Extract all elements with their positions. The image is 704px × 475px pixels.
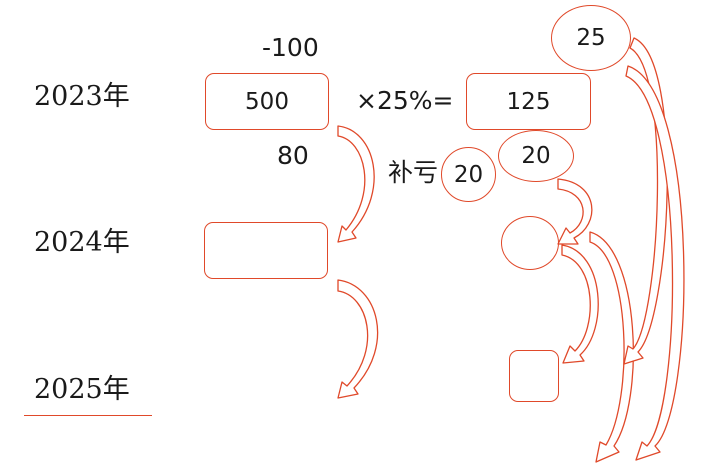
arrow-top-to-bottom (625, 65, 685, 461)
adjust-plus-label: 80 (277, 141, 309, 170)
adjust-minus-label: -100 (262, 33, 319, 62)
income-2024-box (204, 222, 328, 279)
result-2023-box: 125 (466, 73, 591, 130)
top-value-ellipse: 25 (551, 5, 631, 71)
arrow-top-to-2025 (623, 37, 668, 365)
arrow-mid-to-2024 (557, 178, 593, 245)
year-2024-label: 2024年 (34, 227, 130, 258)
arrow-2024-to-bottom (589, 231, 635, 463)
result-2025-box (509, 350, 559, 402)
loss-makeup-label: 补亏 (388, 158, 439, 187)
arrow-income-2024-to-2025 (337, 279, 379, 399)
arrow-2024-to-2025 (561, 244, 599, 364)
arrow-income-2023-to-2024 (337, 125, 375, 243)
mid-value-ellipse: 20 (498, 130, 574, 182)
multiply-rate-label: ×25%= (356, 86, 454, 115)
year-2023-label: 2023年 (34, 81, 130, 112)
loss-value-ellipse: 20 (441, 147, 496, 202)
year-2025-underline (24, 415, 152, 416)
mid-2024-ellipse (501, 216, 559, 270)
year-2025-label: 2025年 (34, 374, 130, 405)
income-2023-box: 500 (205, 73, 329, 130)
